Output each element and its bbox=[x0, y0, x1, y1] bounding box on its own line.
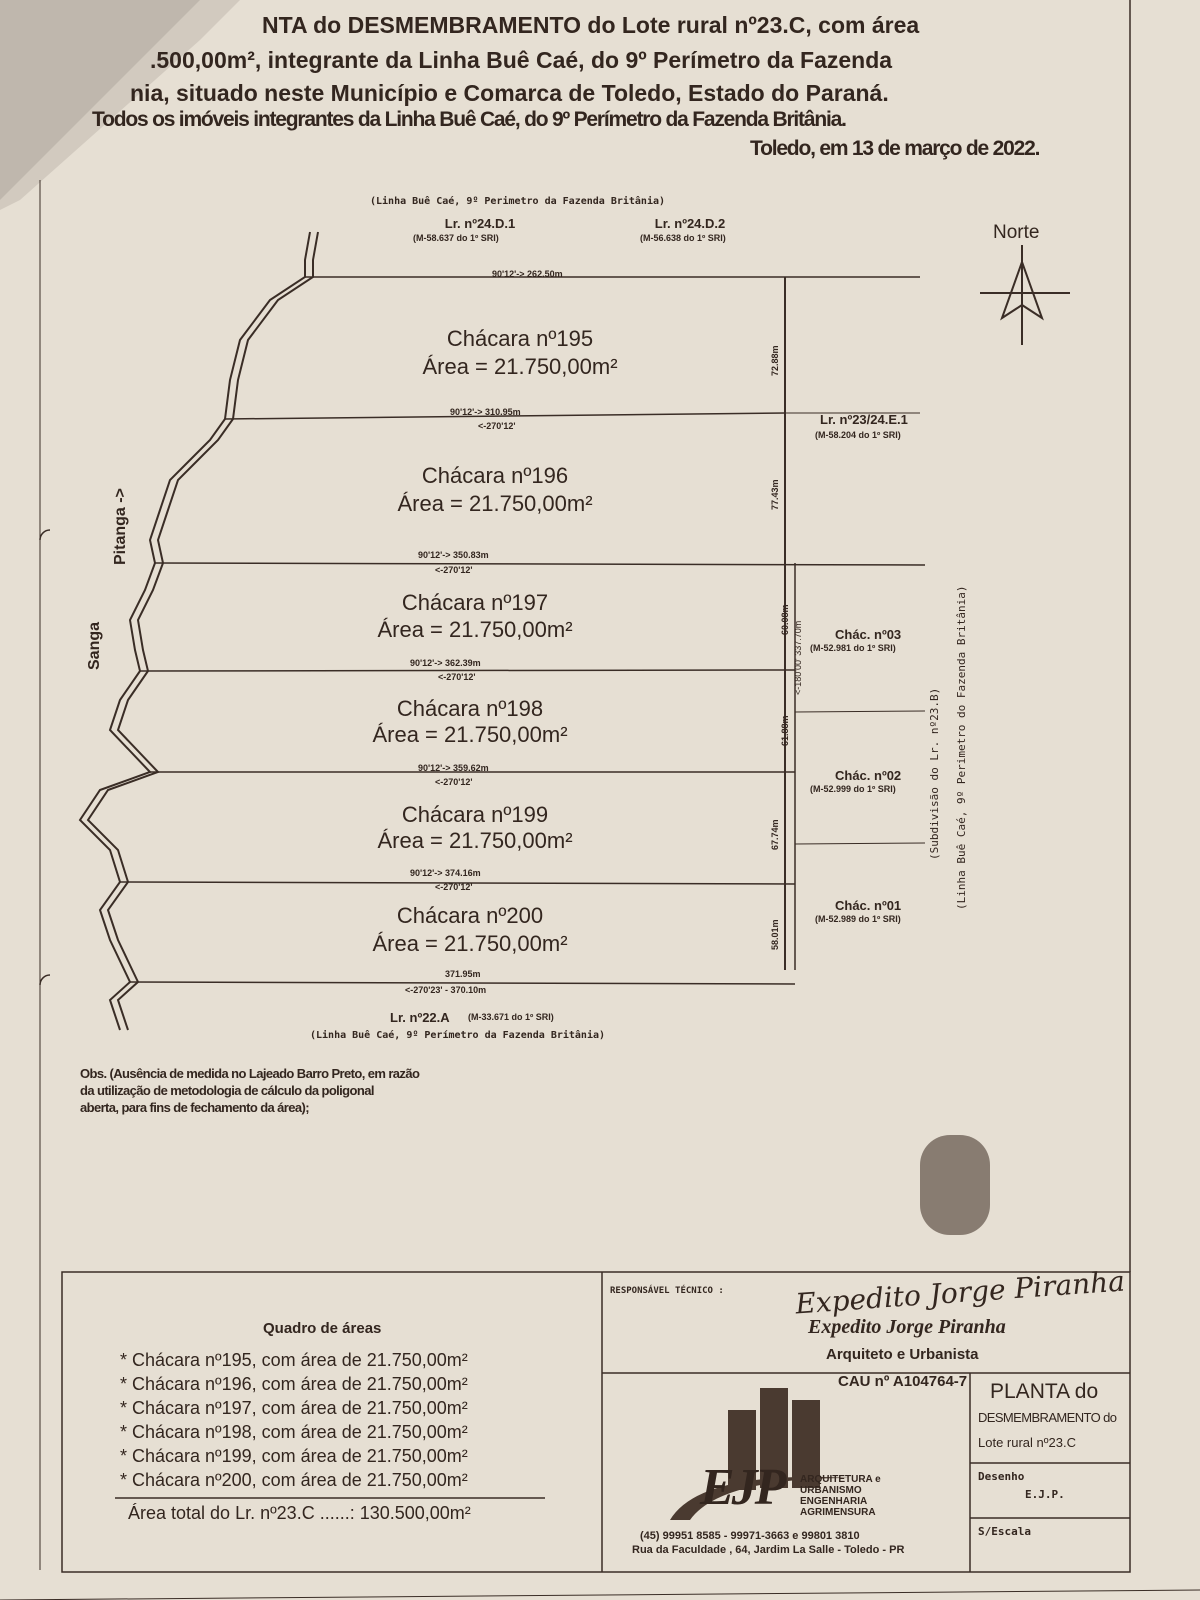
obs-line-3: aberta, para fins de fechamento da área)… bbox=[80, 1100, 310, 1115]
parcel-dim-top: 90'12'-> 262.50m bbox=[492, 269, 563, 279]
header-line-4: Todos os imóveis integrantes da Linha Bu… bbox=[92, 108, 847, 131]
planta-title: PLANTA do bbox=[990, 1380, 1099, 1403]
parcel-name: Chácara nº197 bbox=[401, 590, 549, 615]
parcel-area: Área = 21.750,00m² bbox=[372, 931, 568, 956]
engineer-title: Arquiteto e Urbanista bbox=[826, 1346, 979, 1363]
parcel-dim-back: <-270'12' bbox=[435, 777, 473, 787]
parcel-dim-back: <-270'12' bbox=[435, 882, 473, 892]
south-lot-ref: (M-33.671 do 1º SRI) bbox=[468, 1012, 554, 1022]
south-lot: Lr. nº22.A bbox=[390, 1010, 450, 1025]
areas-row: * Chácara nº197, com área de 21.750,00m² bbox=[120, 1398, 468, 1418]
north-arrow-icon bbox=[980, 245, 1070, 345]
parcel-dim-side: 58.01m bbox=[770, 919, 780, 950]
parcel-dim-top: 90'12'-> 359.62m bbox=[418, 763, 489, 773]
obs-line-2: da utilização de metodologia de cálculo … bbox=[80, 1083, 374, 1098]
header-line-1: NTA do DESMEMBRAMENTO do Lote rural nº23… bbox=[262, 12, 920, 38]
areas-row: * Chácara nº200, com área de 21.750,00m² bbox=[120, 1470, 468, 1490]
logo-service: ENGENHARIA bbox=[800, 1496, 868, 1507]
south-note: (Linha Buê Caé, 9º Perímetro da Fazenda … bbox=[310, 1030, 606, 1041]
header-line-3: nia, situado neste Município e Comarca d… bbox=[130, 80, 889, 106]
parcel-dim-top: 90'12'-> 374.16m bbox=[410, 868, 481, 878]
company-phones: (45) 99951 8585 - 99971-3663 e 99801 381… bbox=[640, 1530, 860, 1542]
company-address: Rua da Faculdade , 64, Jardim La Salle -… bbox=[632, 1544, 905, 1556]
planta-subtitle: DESMEMBRAMENTO do bbox=[978, 1410, 1117, 1425]
east-subdiv: (Subdivisão do Lr. nº23.B) bbox=[928, 687, 941, 860]
parcel-area: Área = 21.750,00m² bbox=[372, 722, 568, 747]
parcel-area: Área = 21.750,00m² bbox=[397, 491, 593, 516]
bottom-dim-2: <-270'23' - 370.10m bbox=[405, 985, 487, 995]
chac-01: Chác. nº01 bbox=[835, 898, 902, 913]
parcel-dim-side: 72.88m bbox=[770, 345, 780, 376]
logo-services: ARQUITETURA e URBANISMO ENGENHARIA AGRIM… bbox=[800, 1474, 881, 1518]
logo-service: URBANISMO bbox=[800, 1485, 862, 1496]
chac-03-ref: (M-52.981 do 1º SRI) bbox=[810, 643, 896, 653]
parcel-area: Área = 21.750,00m² bbox=[377, 617, 573, 642]
stream-label-pitanga: Pitanga -> bbox=[112, 488, 129, 565]
parcel-dim-side: 67.74m bbox=[770, 819, 780, 850]
parcel-dim-side: 60.08m bbox=[780, 604, 790, 635]
top-lot-1-ref: (M-58.637 do 1º SRI) bbox=[413, 233, 499, 243]
logo-text: EJP bbox=[700, 1459, 786, 1516]
areas-table-title: Quadro de áreas bbox=[263, 1320, 382, 1337]
parcel-dim-top: 90'12'-> 310.95m bbox=[450, 407, 521, 417]
areas-total: Área total do Lr. nº23.C ......: 130.500… bbox=[128, 1503, 471, 1523]
desenho-value: E.J.P. bbox=[1025, 1488, 1065, 1501]
parcel-dim-back: <-270'12' bbox=[478, 421, 516, 431]
logo-service: ARQUITETURA e bbox=[800, 1474, 881, 1485]
chac-02: Chác. nº02 bbox=[835, 768, 902, 783]
areas-row: * Chácara nº195, com área de 21.750,00m² bbox=[120, 1350, 468, 1370]
chac-01-ref: (M-52.989 do 1º SRI) bbox=[815, 914, 901, 924]
bottom-dim-1: 371.95m bbox=[445, 969, 481, 979]
parcel-dim-side: 61.88m bbox=[780, 715, 790, 746]
areas-row: * Chácara nº196, com área de 21.750,00m² bbox=[120, 1374, 468, 1394]
east-dim: <-180'00' 337.70m bbox=[793, 620, 803, 695]
document-date: Toledo, em 13 de março de 2022. bbox=[750, 137, 1040, 160]
parcel-name: Chácara nº199 bbox=[401, 802, 549, 827]
responsible-label: RESPONSÁVEL TÉCNICO : bbox=[610, 1286, 724, 1296]
north-label: Norte bbox=[993, 222, 1040, 243]
parcel-name: Chácara nº195 bbox=[446, 326, 594, 351]
obs-line-1: Obs. (Ausência de medida no Lajeado Barr… bbox=[80, 1066, 420, 1081]
parcel-dim-side: 77.43m bbox=[770, 479, 780, 510]
east-note: (Linha Buê Caé, 9º Perimetro do Fazenda … bbox=[955, 585, 968, 910]
header-line-2: .500,00m², integrante da Linha Buê Caé, … bbox=[150, 47, 893, 73]
parcel-dim-back: <-270'12' bbox=[435, 565, 473, 575]
areas-row: * Chácara nº198, com área de 21.750,00m² bbox=[120, 1422, 468, 1442]
top-lot-1: Lr. nº24.D.1 bbox=[444, 216, 516, 231]
ejp-logo-icon bbox=[670, 1135, 990, 1520]
top-note: (Linha Buê Caé, 9º Perimetro da Fazenda … bbox=[370, 196, 666, 207]
parcel-name: Chácara nº196 bbox=[421, 463, 569, 488]
areas-row: * Chácara nº199, com área de 21.750,00m² bbox=[120, 1446, 468, 1466]
parcel-name: Chácara nº198 bbox=[396, 696, 544, 721]
parcel-dim-top: 90'12'-> 350.83m bbox=[418, 550, 489, 560]
chac-02-ref: (M-52.999 do 1º SRI) bbox=[810, 784, 896, 794]
parcel-dim-top: 90'12'-> 362.39m bbox=[410, 658, 481, 668]
escala-label: S/Escala bbox=[978, 1525, 1031, 1538]
planta-lot: Lote rural nº23.C bbox=[978, 1435, 1076, 1450]
top-lot-2: Lr. nº24.D.2 bbox=[654, 216, 726, 231]
top-lot-2-ref: (M-56.638 do 1º SRI) bbox=[640, 233, 726, 243]
stream-label-sanga: Sanga bbox=[86, 621, 103, 670]
engineer-cau: CAU nº A104764-7 bbox=[838, 1373, 968, 1390]
parcel-name: Chácara nº200 bbox=[396, 903, 544, 928]
engineer-name: Expedito Jorge Piranha bbox=[808, 1316, 1006, 1338]
east-lot-ref: (M-58.204 do 1º SRI) bbox=[815, 430, 901, 440]
logo-service: AGRIMENSURA bbox=[800, 1507, 876, 1518]
parcel-area: Área = 21.750,00m² bbox=[422, 354, 618, 379]
parcel-area: Área = 21.750,00m² bbox=[377, 828, 573, 853]
desenho-label: Desenho bbox=[978, 1470, 1025, 1483]
stamp-blot bbox=[920, 1135, 990, 1235]
parcel-dim-back: <-270'12' bbox=[438, 672, 476, 682]
east-lot: Lr. nº23/24.E.1 bbox=[820, 412, 908, 427]
chac-03: Chác. nº03 bbox=[835, 627, 902, 642]
